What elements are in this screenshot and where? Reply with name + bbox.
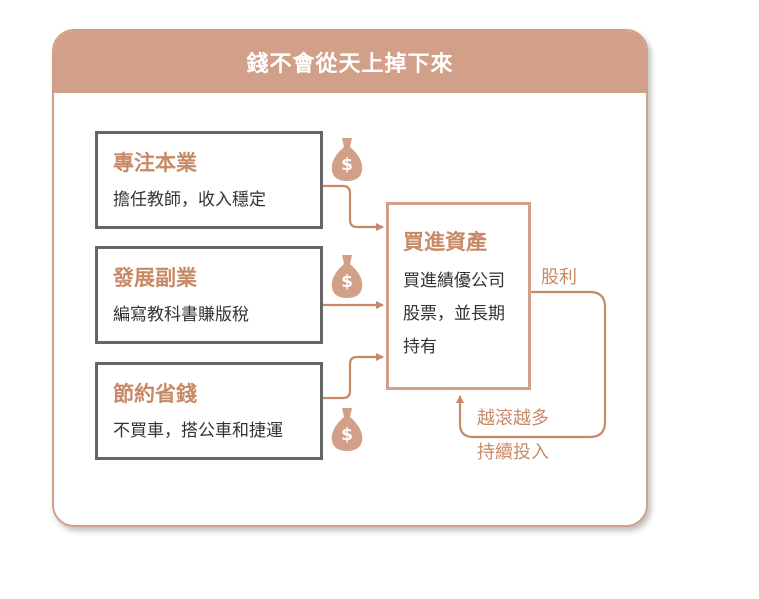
- asset-heading: 買進資產: [403, 230, 487, 254]
- card-header: 錢不會從天上掉下來: [54, 31, 646, 93]
- arrow-from-main-job: [323, 184, 384, 231]
- source-heading: 專注本業: [113, 151, 197, 175]
- asset-box: 買進資產 買進績優公司 股票，並長期 持有: [386, 202, 531, 390]
- source-detail: 擔任教師，收入穩定: [113, 190, 266, 210]
- source-box-side-job: 發展副業 編寫教科書賺版稅: [95, 246, 323, 344]
- money-bag-icon: $: [331, 408, 363, 451]
- asset-detail-line: 買進績優公司: [403, 271, 505, 291]
- reinvest-label-line1: 越滾越多: [477, 408, 549, 429]
- svg-text:$: $: [341, 272, 353, 292]
- asset-detail-line: 股票，並長期: [403, 304, 505, 324]
- svg-text:$: $: [341, 425, 353, 445]
- svg-text:$: $: [341, 155, 353, 175]
- source-detail: 編寫教科書賺版稅: [113, 305, 249, 325]
- money-bag-icon: $: [331, 138, 363, 181]
- asset-detail-line: 持有: [403, 337, 437, 357]
- source-box-main-job: 專注本業 擔任教師，收入穩定: [95, 131, 323, 229]
- source-detail: 不買車，搭公車和捷運: [113, 421, 283, 441]
- dividend-label: 股利: [541, 267, 577, 288]
- reinvest-loop-arrow: [456, 290, 607, 439]
- source-box-saving: 節約省錢 不買車，搭公車和捷運: [95, 362, 323, 460]
- reinvest-label-line2: 持續投入: [477, 442, 549, 463]
- source-heading: 節約省錢: [113, 382, 197, 406]
- source-heading: 發展副業: [113, 266, 197, 290]
- arrow-from-saving: [323, 353, 384, 400]
- diagram-title: 錢不會從天上掉下來: [246, 52, 454, 77]
- money-bag-icon: $: [331, 255, 363, 298]
- asset-detail: 買進績優公司 股票，並長期 持有: [403, 265, 518, 364]
